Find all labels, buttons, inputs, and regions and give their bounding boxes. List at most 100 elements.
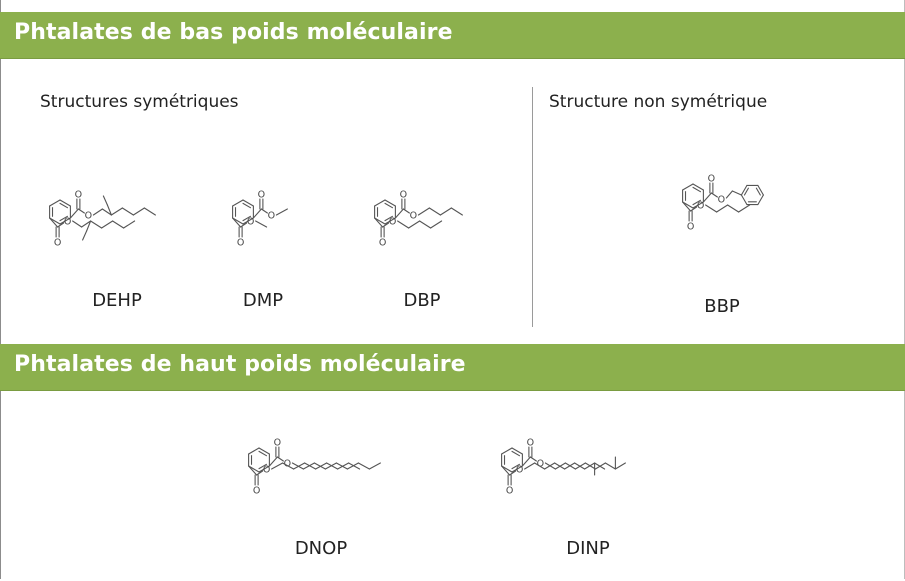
oxygen-atom: O: [687, 221, 694, 232]
bond: [682, 201, 692, 212]
bond: [692, 199, 702, 206]
bond: [346, 462, 359, 470]
bond: [408, 220, 421, 229]
bond: [725, 190, 733, 199]
bond: [49, 217, 59, 228]
bond: [59, 215, 69, 222]
bond: [242, 217, 254, 225]
bond: [282, 462, 295, 470]
bond: [112, 220, 125, 229]
bond: [692, 183, 704, 191]
bond: [521, 456, 531, 467]
bond: [740, 184, 748, 196]
oxygen-atom: O: [263, 464, 270, 475]
bond: [727, 204, 740, 213]
bond: [123, 220, 136, 229]
bond: [335, 462, 348, 470]
bond: [59, 217, 71, 225]
bond: [132, 207, 145, 216]
bond: [509, 470, 517, 476]
low-molecular-weight-header: Phtalates de bas poids moléculaire: [0, 12, 905, 59]
bond: [276, 456, 284, 462]
bond: [86, 220, 92, 232]
dnop-label: DNOP: [294, 538, 348, 559]
bond: [374, 217, 386, 225]
bond: [524, 462, 536, 470]
bond: [357, 462, 370, 470]
bond: [738, 204, 751, 213]
oxygen-atom: O: [75, 189, 82, 200]
bond: [534, 462, 546, 470]
oxygen-atom: O: [506, 485, 513, 496]
bond: [743, 187, 749, 196]
bond: [258, 447, 270, 455]
bond: [384, 215, 394, 222]
bond: [511, 447, 523, 455]
bond: [69, 208, 79, 219]
bond: [394, 208, 404, 219]
bond: [692, 201, 704, 209]
bond: [584, 462, 596, 470]
bond: [260, 208, 268, 214]
bond: [49, 217, 61, 225]
bond: [302, 462, 315, 470]
dmp-label: DMP: [242, 290, 284, 311]
bond: [731, 190, 742, 196]
bond: [397, 220, 410, 229]
asymmetric-structure-heading: Structure non symétrique: [549, 92, 768, 112]
bond: [59, 199, 71, 207]
symmetric-structures-heading: Structures symétriques: [40, 92, 239, 112]
bond: [428, 207, 441, 216]
oxygen-atom: O: [64, 216, 71, 227]
bond: [337, 462, 350, 470]
bond: [382, 222, 390, 228]
bond: [614, 462, 626, 470]
bond: [710, 192, 718, 198]
bond: [594, 462, 606, 470]
bond: [232, 217, 242, 228]
bond: [705, 204, 718, 213]
bond: [240, 222, 248, 228]
bond: [82, 230, 88, 241]
oxygen-atom: O: [54, 237, 61, 248]
bond: [252, 208, 262, 219]
bond: [326, 462, 339, 470]
bond: [248, 465, 260, 473]
bond: [242, 215, 252, 222]
bond: [248, 447, 260, 455]
bond: [439, 207, 452, 216]
bond: [304, 462, 317, 470]
bond: [258, 465, 270, 473]
dbp-label: DBP: [403, 290, 441, 311]
bond: [757, 194, 764, 206]
oxygen-atom: O: [718, 194, 725, 205]
oxygen-atom: O: [379, 237, 386, 248]
oxygen-atom: O: [389, 216, 396, 227]
bond: [248, 465, 258, 476]
bond: [242, 199, 254, 207]
bond: [255, 220, 268, 228]
bond: [757, 184, 764, 196]
bond: [716, 204, 729, 213]
bond: [501, 465, 511, 476]
low-molecular-weight-title: Phtalates de bas poids moléculaire: [14, 20, 453, 45]
section-divider: [532, 87, 533, 327]
dehp-label: DEHP: [92, 290, 142, 311]
bond: [740, 194, 748, 206]
bond: [529, 456, 537, 462]
bond: [258, 450, 268, 457]
bond: [348, 462, 361, 470]
bond: [450, 207, 463, 216]
bond: [402, 208, 410, 214]
bond: [702, 192, 712, 203]
bond: [81, 220, 92, 228]
bond: [564, 462, 576, 470]
bond: [511, 450, 521, 457]
bond: [554, 462, 566, 470]
bond: [501, 447, 513, 455]
bond: [324, 462, 337, 470]
